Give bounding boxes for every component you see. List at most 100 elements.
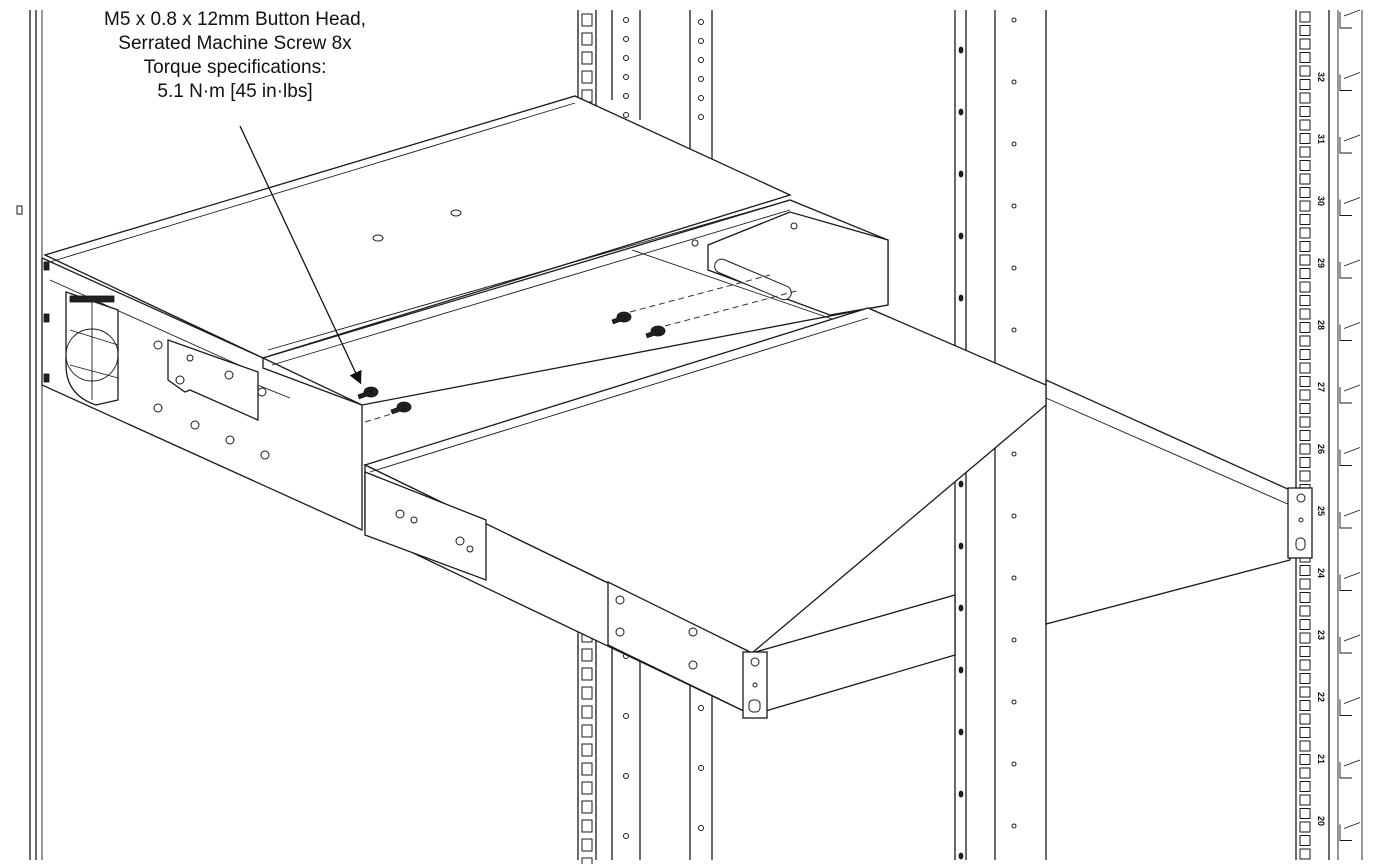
rack-slot bbox=[958, 294, 964, 302]
rack-unit-number: 30 bbox=[1316, 196, 1326, 206]
rack-square-hole bbox=[1299, 470, 1311, 482]
rack-square-hole bbox=[1299, 65, 1311, 77]
rack-slot bbox=[958, 728, 964, 736]
rack-square-hole bbox=[1299, 794, 1311, 806]
rack-square-hole bbox=[1299, 416, 1311, 428]
rack-square-hole bbox=[1299, 52, 1311, 63]
rack-square-hole bbox=[1299, 592, 1311, 603]
rack-round-hole bbox=[698, 57, 704, 63]
rack-round-hole bbox=[623, 713, 629, 719]
rack-clip bbox=[1339, 72, 1361, 91]
rack-slot bbox=[958, 46, 964, 54]
rack-square-hole bbox=[1299, 133, 1311, 144]
rack-unit-number: 27 bbox=[1316, 382, 1326, 392]
rack-square-hole bbox=[1299, 578, 1311, 590]
rack-square-hole bbox=[1299, 38, 1311, 50]
rack-square-hole bbox=[1299, 349, 1311, 360]
rack-round-hole bbox=[1011, 327, 1017, 333]
rack-round-hole bbox=[623, 112, 629, 118]
rack-round-hole bbox=[623, 55, 629, 61]
rack-clip bbox=[1339, 134, 1361, 154]
rack-clip bbox=[1339, 697, 1361, 716]
rack-square-hole bbox=[1299, 403, 1311, 414]
rack-round-hole bbox=[1011, 265, 1017, 271]
screw-icon bbox=[357, 386, 379, 400]
callout-line-1: M5 x 0.8 x 12mm Button Head, bbox=[104, 9, 366, 30]
rack-square-hole bbox=[581, 762, 593, 776]
rack-square-hole bbox=[1299, 659, 1311, 671]
screw-icon bbox=[390, 401, 412, 415]
rack-round-hole bbox=[623, 93, 629, 99]
rack-square-hole bbox=[1299, 268, 1311, 279]
rack-clip bbox=[1339, 447, 1361, 466]
rack-round-hole bbox=[1011, 141, 1017, 147]
rack-square-hole bbox=[1299, 227, 1311, 239]
rack-unit-number: 21 bbox=[1316, 754, 1326, 764]
rack-square-hole bbox=[581, 648, 593, 662]
rack-clip bbox=[1339, 759, 1361, 779]
rack-square-hole bbox=[1299, 848, 1311, 860]
rack-square-hole bbox=[1299, 740, 1311, 752]
rack-square-hole bbox=[1299, 25, 1311, 36]
rack-square-hole bbox=[581, 743, 593, 757]
rack-slot bbox=[958, 108, 964, 116]
rack-round-hole bbox=[1011, 79, 1017, 85]
rack-round-hole bbox=[623, 773, 629, 779]
callout-line-3: Torque specifications: bbox=[143, 57, 327, 78]
rack-square-hole bbox=[581, 70, 593, 84]
rack-square-hole bbox=[581, 51, 593, 65]
rack-clip bbox=[1339, 384, 1361, 404]
rack-square-hole bbox=[581, 686, 593, 700]
rack-round-hole bbox=[698, 765, 704, 771]
rack-slot bbox=[958, 480, 964, 488]
rack-square-hole bbox=[1299, 322, 1311, 333]
rack-square-hole bbox=[1299, 673, 1311, 684]
rack-square-hole bbox=[1299, 821, 1311, 833]
rack-round-hole bbox=[623, 74, 629, 80]
rack-square-hole bbox=[1299, 457, 1311, 468]
rack-round-hole bbox=[623, 833, 629, 839]
rack-round-hole bbox=[1011, 761, 1017, 767]
rack-unit-number: 22 bbox=[1316, 692, 1326, 702]
rack-unit-number: 25 bbox=[1316, 506, 1326, 516]
rack-square-hole bbox=[1299, 308, 1311, 320]
rack-round-hole bbox=[698, 825, 704, 831]
rack-slot bbox=[958, 542, 964, 550]
rack-clip bbox=[1339, 509, 1361, 529]
rack-unit-number: 23 bbox=[1316, 630, 1326, 640]
rack-slot bbox=[958, 170, 964, 178]
rack-square-hole bbox=[1299, 565, 1311, 576]
rack-square-hole bbox=[1299, 200, 1311, 212]
chassis-unit bbox=[41, 95, 889, 532]
rack-square-hole bbox=[581, 32, 593, 46]
rack-slot bbox=[958, 232, 964, 240]
callout-line-4: 5.1 N·m [45 in·lbs] bbox=[157, 81, 313, 102]
rack-square-hole bbox=[581, 857, 593, 864]
rack-round-hole bbox=[623, 36, 629, 42]
rack-square-hole bbox=[1299, 376, 1311, 387]
rack-unit-number: 31 bbox=[1316, 134, 1326, 144]
rack-square-hole bbox=[1299, 835, 1311, 846]
rack-unit-number: 26 bbox=[1316, 444, 1326, 454]
rear-support-rail bbox=[1045, 378, 1313, 625]
rack-clip bbox=[1339, 259, 1361, 279]
rack-slot bbox=[958, 666, 964, 674]
rack-round-hole bbox=[1011, 203, 1017, 209]
rack-square-hole bbox=[1299, 146, 1311, 158]
rack-square-hole bbox=[1299, 79, 1311, 90]
rack-square-hole bbox=[581, 724, 593, 738]
rack-square-hole bbox=[1299, 214, 1311, 225]
rack-square-hole bbox=[1299, 389, 1311, 401]
rack-square-hole bbox=[1299, 119, 1311, 131]
rack-square-hole bbox=[581, 667, 593, 681]
rack-square-hole bbox=[1299, 187, 1311, 198]
rack-unit-number: 32 bbox=[1316, 72, 1326, 82]
rack-square-hole bbox=[1299, 295, 1311, 306]
rack-unit-number: 29 bbox=[1316, 258, 1326, 268]
fan-grille-icon bbox=[65, 291, 119, 406]
rack-square-hole bbox=[1299, 686, 1311, 698]
rack-square-hole bbox=[1299, 92, 1311, 104]
rack-square-hole bbox=[1299, 173, 1311, 185]
rack-square-hole bbox=[1299, 767, 1311, 779]
